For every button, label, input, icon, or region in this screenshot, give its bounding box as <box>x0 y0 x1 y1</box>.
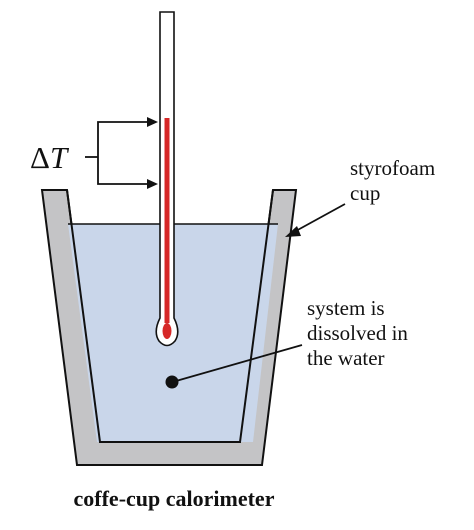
system-pointer-line <box>175 344 303 382</box>
system-label-line1: system is <box>307 296 385 320</box>
system-label-line3: the water <box>307 346 385 370</box>
solute-dot <box>165 375 179 389</box>
styrofoam-pointer-line <box>293 203 346 233</box>
delta-variable: T <box>50 140 70 175</box>
styrofoam-cup-inner <box>66 189 274 443</box>
delta-symbol: Δ <box>30 140 50 175</box>
thermometer <box>155 11 179 347</box>
mercury-column <box>164 118 170 323</box>
system-label-line2: dissolved in <box>307 321 408 345</box>
mercury-bulb <box>162 323 172 339</box>
delta-t-bracket <box>85 117 158 189</box>
arrowhead-icon <box>147 117 158 127</box>
arrowhead-icon <box>285 226 301 237</box>
arrowhead-icon <box>147 179 158 189</box>
styrofoam-label-line1: styrofoam <box>350 156 435 180</box>
diagram-caption: coffe-cup calorimeter <box>74 486 275 511</box>
styrofoam-label-line2: cup <box>350 181 380 205</box>
delta-t-label: ΔT <box>30 140 70 175</box>
